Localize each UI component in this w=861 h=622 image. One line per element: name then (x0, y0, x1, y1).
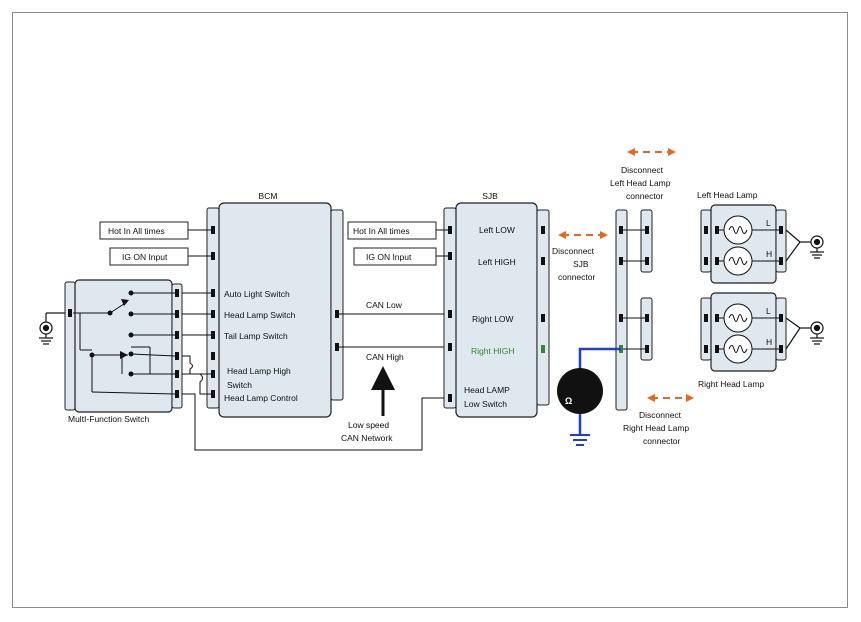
bcm-ig-input-label: IG ON Input (122, 252, 168, 262)
disconnect-left-arrow (627, 148, 676, 156)
ground-symbol-right-lamp (785, 317, 824, 350)
bcm-pin-auto-light: Auto Light Switch (224, 289, 290, 299)
ground-symbol-left (39, 312, 65, 345)
bcm-pin-head-high-1: Head Lamp High (227, 366, 291, 376)
sjb-pin-left-low: Left LOW (479, 225, 515, 235)
disconnect-left-2: Left Head Lamp (610, 178, 671, 188)
disconnect-sjb-1: Disconnect (552, 246, 595, 256)
switch-to-bcm-wires (182, 292, 447, 451)
can-high-label: CAN High (366, 352, 404, 362)
right-head-lamp-label: Right Head Lamp (698, 379, 764, 389)
bcm-hot-input-label: Hot In All times (108, 226, 165, 236)
disconnect-sjb-2: SJB (573, 259, 589, 269)
disconnect-right-arrow (647, 394, 694, 402)
multi-function-switch (64, 279, 183, 413)
bcm-pin-head-high-2: Switch (227, 380, 252, 390)
multi-function-switch-label: MultI-Function Switch (68, 414, 150, 424)
sjb-pin-low-switch-2: Low Switch (464, 399, 507, 409)
diagram-frame (12, 12, 848, 608)
disconnect-right-1: Disconnect (639, 410, 682, 420)
right-lamp-h: H (766, 337, 772, 347)
sjb-pin-low-switch-1: Head LAMP (464, 385, 510, 395)
bcm-title: BCM (259, 191, 278, 201)
ground-symbol-left-lamp (785, 229, 824, 262)
sjb-title: SJB (482, 191, 498, 201)
sjb-pin-left-high: Left HIGH (478, 257, 516, 267)
left-lamp-l: L (766, 218, 771, 228)
right-lamp-l: L (766, 306, 771, 316)
bcm-pin-head-control: Head Lamp Control (224, 393, 298, 403)
left-head-lamp-label: Left Head Lamp (697, 190, 758, 200)
bcm-module (206, 202, 344, 418)
ohmmeter (557, 347, 621, 446)
disconnect-sjb-arrow (558, 231, 608, 239)
sjb-pin-right-low: Right LOW (472, 314, 514, 324)
can-bus-wires (339, 313, 447, 348)
sjb-hot-input-label: Hot In All times (353, 226, 410, 236)
disconnect-sjb-3: connector (558, 272, 595, 282)
ohm-symbol: Ω (565, 396, 572, 406)
left-lamp-h: H (766, 249, 772, 259)
sjb-pin-right-high: Right HIGH (471, 346, 514, 356)
bcm-pin-head-lamp: Head Lamp Switch (224, 310, 296, 320)
disconnect-left-3: connector (626, 191, 663, 201)
low-speed-label-2: CAN Network (341, 433, 393, 443)
disconnect-right-3: connector (643, 436, 680, 446)
disconnect-left-1: Disconnect (621, 165, 664, 175)
bcm-pin-tail-lamp: Tail Lamp Switch (224, 331, 288, 341)
disconnect-right-2: Right Head Lamp (623, 423, 689, 433)
harness-connector (615, 209, 653, 411)
right-head-lamp (700, 292, 787, 372)
sjb-ig-input-label: IG ON Input (366, 252, 412, 262)
can-low-label: CAN Low (366, 300, 403, 310)
sjb-module (443, 202, 550, 418)
low-speed-label-1: Low speed (348, 420, 389, 430)
left-head-lamp (700, 204, 787, 284)
